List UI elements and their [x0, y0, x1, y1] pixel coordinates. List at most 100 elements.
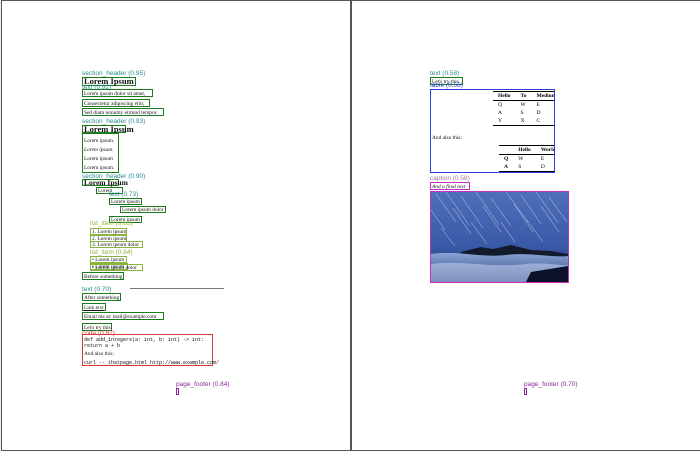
table-cell: E — [536, 102, 540, 108]
text-box: Email me at: mail@example.com — [82, 312, 164, 320]
text-box: Before something — [82, 272, 124, 280]
body-text: Lorem ipsum. — [84, 138, 115, 144]
heading-text: Lorem Ipsum — [84, 76, 134, 86]
list-text: • Lorem ipsum dolor — [92, 265, 137, 271]
page-footer-box — [524, 388, 527, 395]
table-cell: A — [498, 110, 502, 116]
table-header: Hello — [493, 91, 516, 101]
body-text: Lorem ipsum — [111, 199, 140, 205]
table-cell: Q — [498, 102, 502, 108]
section-header-label: section_header (0.93) — [82, 118, 146, 125]
body-text: Before something — [84, 274, 123, 280]
table-cell: W — [518, 156, 524, 162]
table-header: Medium — [531, 91, 554, 101]
list-text: 1. Lorem ipsum — [92, 229, 127, 235]
email-text: Email me at: mail@example.com — [84, 314, 157, 320]
body-text: Let's try this — [84, 325, 111, 331]
section-header-box: Lorem Ipsum — [82, 178, 128, 187]
table-cell: W — [520, 102, 526, 108]
text-box: Lorem ipsum dolor — [120, 206, 166, 213]
text-label: text (0.73) — [109, 191, 139, 198]
list-item-box: 1. Lorem ipsum — [90, 228, 127, 235]
section-header-box: Lorem Ipsum — [82, 77, 136, 86]
horizontal-rule — [130, 288, 224, 289]
text-box: Let's try this — [82, 323, 112, 331]
table-label: table (0.56) — [430, 82, 463, 89]
page-footer-box — [176, 388, 179, 395]
list-item-label: list_item (0.65) — [90, 220, 133, 227]
table-cell: D — [536, 110, 541, 116]
table-cell: X — [515, 117, 532, 126]
body-text: Lorem ipsum dolor — [122, 207, 164, 213]
code-line: def add_integers(a: int, b: int) -> int: — [84, 337, 205, 343]
heading-text: Lorem Ipsum — [84, 178, 128, 187]
text-box: After something — [82, 293, 121, 301]
picture-box — [430, 191, 569, 283]
body-text: Lorem ipsum. — [84, 147, 114, 153]
text-box: Consectetur adipiscing elitr, — [82, 99, 150, 107]
table-cell: C — [531, 117, 554, 126]
text-label: text (0.58) — [430, 70, 460, 77]
list-text: 3. Lorem ipsum dolor — [92, 242, 140, 248]
section-header-label: section_header (0.95) — [82, 70, 146, 77]
body-text: Sed diam nonumy eirmod tempor. — [84, 110, 158, 116]
section-header-box: Lorem Ipsum — [82, 125, 134, 134]
caption-box: And a final text — [430, 182, 470, 190]
text-box: Lorem ipsum — [109, 216, 142, 223]
list-item-label: list_item (0.64) — [90, 249, 133, 256]
table-cell: S — [513, 163, 536, 172]
table-header: Hello — [513, 145, 536, 155]
table-cell: Y — [493, 117, 516, 126]
text-label: text (0.92) — [82, 84, 112, 91]
text-box: Let's try this — [430, 77, 463, 85]
text-box: Lorem ipsum. Lorem ipsum. Lorem ipsum Lo… — [82, 133, 119, 173]
body-text: And also this: — [432, 135, 462, 141]
left-page: section_header (0.95) Lorem Ipsum text (… — [1, 0, 351, 451]
caption-label: caption (0.58) — [430, 175, 470, 182]
body-text: Lorem ipsum — [84, 156, 113, 162]
list-item-box: • Lorem ipsum dolor — [90, 264, 143, 271]
table-cell: Q — [504, 156, 509, 162]
body-text: Let's try this — [432, 79, 459, 85]
list-text: 2. Lorem ipsum — [92, 236, 127, 242]
table-header: World — [535, 145, 554, 155]
table-cell: E — [540, 156, 545, 162]
heading-text: Lorem Ipsum — [84, 124, 134, 134]
code-line: return a + b — [84, 343, 121, 349]
text-box[interactable]: Link text — [82, 303, 106, 311]
table-cell: D — [535, 163, 554, 172]
list-item-box: 3. Lorem ipsum dolor — [90, 241, 143, 248]
code-line: curl -- thatpage.html http://www.example… — [84, 360, 220, 366]
text-box: Lorem — [96, 187, 123, 194]
page-footer-label: page_footer (0.70) — [524, 381, 578, 388]
code-label: code (0.87) — [82, 330, 115, 337]
code-box: def add_integers(a: int, b: int) -> int:… — [82, 334, 219, 366]
link-text[interactable]: Link text — [84, 305, 104, 311]
table-cell: A — [499, 163, 514, 172]
text-label: text (0.70) — [82, 286, 112, 293]
table-cell: S — [520, 110, 524, 116]
table-header: To — [515, 91, 532, 101]
body-text: Lorem ipsum — [111, 217, 140, 223]
body-text: Consectetur adipiscing elitr, — [84, 101, 145, 107]
list-item-box: • Lorem ipsum — [90, 256, 127, 263]
body-text: Lorem ipsum dolor sit amet, — [84, 91, 146, 97]
text-box: Sed diam nonumy eirmod tempor. — [82, 108, 164, 116]
caption-text: And a final text — [432, 184, 466, 190]
table-header — [499, 145, 514, 155]
list-text: • Lorem ipsum — [92, 257, 125, 263]
page-footer-label: page_footer (0.84) — [176, 381, 230, 388]
body-text: Lorem ipsum. — [84, 165, 115, 171]
star-trails-image — [431, 192, 568, 282]
text-box: Lorem ipsum — [109, 198, 142, 205]
body-text: And also this: — [84, 351, 114, 357]
body-text: Lorem — [98, 188, 113, 194]
body-text: After something — [84, 295, 120, 301]
right-page: text (0.58) Let's try this table (0.56) … — [351, 0, 700, 451]
list-text: • Lorem ipsum — [92, 264, 125, 270]
text-box: Lorem ipsum dolor sit amet, — [82, 89, 153, 97]
section-header-label: section_header (0.90) — [82, 173, 146, 180]
